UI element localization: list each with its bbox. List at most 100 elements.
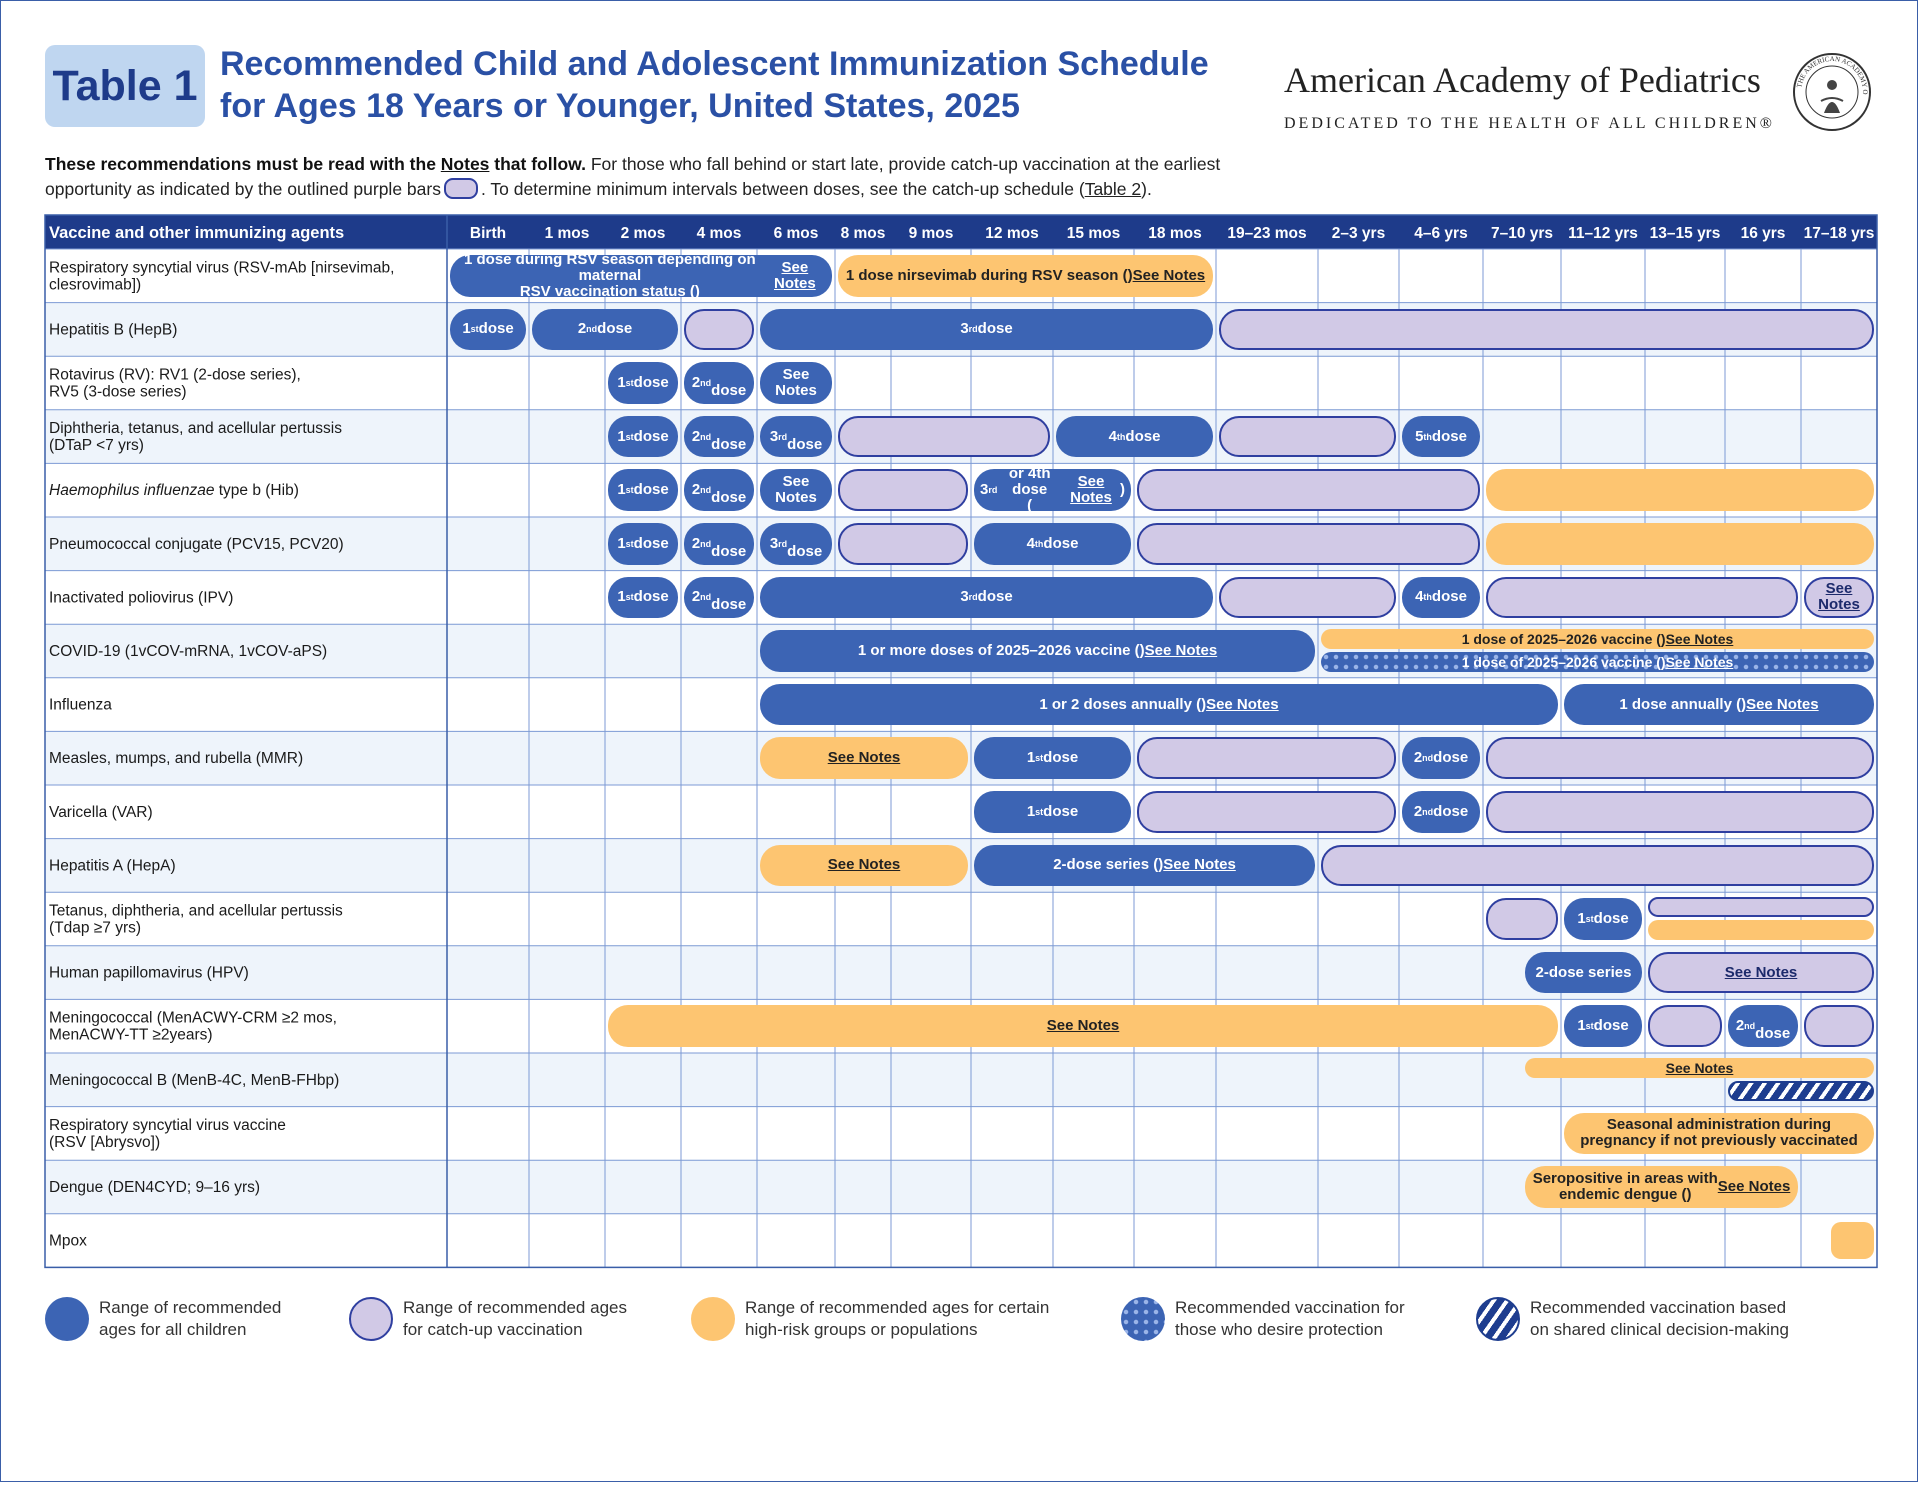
vaccine-name: Inactivated poliovirus (IPV) (49, 589, 233, 606)
see-notes-link[interactable]: See Notes (827, 856, 901, 874)
table-badge: Table 1 (45, 45, 205, 127)
vaccine-name: (Tdap ≥7 yrs) (49, 920, 141, 937)
purple-dose-bar (1486, 737, 1874, 779)
orange-dose-bar: See Notes (1525, 1058, 1874, 1078)
purple-dose-bar (1648, 1005, 1722, 1047)
blue-dose-bar: 1 dose during RSV season depending on ma… (450, 251, 832, 299)
vaccine-name: Human papillomavirus (HPV) (49, 965, 249, 982)
purple-dose-bar (1219, 308, 1874, 351)
purple-dose-bar (1486, 576, 1798, 619)
purple-dose-bar (1804, 1005, 1874, 1047)
table-row-bg (45, 356, 1877, 410)
purple-dose-bar (1648, 897, 1874, 918)
see-notes-link[interactable]: See Notes (1717, 1177, 1791, 1195)
purple-dose-bar (838, 469, 968, 511)
age-column-header: 4–6 yrs (1414, 225, 1467, 242)
intro-text: These recommendations must be read with … (45, 154, 1221, 199)
vaccine-name: MenACWY-TT ≥2years) (49, 1027, 213, 1044)
dotted-legend-icon (1121, 1297, 1165, 1341)
table-border (44, 214, 1878, 1269)
vaccine-name: RV5 (3-dose series) (49, 384, 187, 401)
purple-dose-bar (1486, 791, 1874, 833)
orange-dose-bar: 1 dose of 2025–2026 vaccine ()See Notes (1321, 629, 1874, 650)
purple-dose-bar (838, 415, 1050, 458)
orange-dose-bar (1486, 523, 1874, 565)
vaccine-name: Pneumococcal conjugate (PCV15, PCV20) (49, 536, 344, 553)
blue-dose-bar: 2-dose series (1525, 951, 1642, 994)
see-notes-link[interactable]: See Notes (1724, 963, 1798, 981)
legend-item-dotted: Recommended vaccination for those who de… (1121, 1297, 1405, 1341)
see-notes-link[interactable]: See Notes (1665, 654, 1734, 671)
vaccine-name: COVID-19 (1vCOV-mRNA, 1vCOV-aPS) (49, 643, 327, 660)
vaccine-name: clesrovimab]) (49, 276, 141, 293)
age-column-header: 13–15 yrs (1650, 225, 1721, 242)
org-name: American Academy of Pediatrics (1284, 60, 1761, 100)
see-notes-link[interactable]: See Notes (827, 749, 901, 767)
purple-dose-bar (1219, 576, 1396, 619)
purple-dose-bar (838, 523, 968, 565)
legend-item-striped: Recommended vaccination based on shared … (1476, 1297, 1789, 1341)
age-column-header: 15 mos (1067, 225, 1120, 242)
see-notes-link[interactable]: See Notes (1144, 641, 1218, 659)
blue-dose-bar: 2-dose series ()See Notes (974, 844, 1315, 887)
vaccine-name: Meningococcal (MenACWY-CRM ≥2 mos, (49, 1010, 337, 1027)
legend-label: Recommended vaccination for those who de… (1175, 1298, 1405, 1339)
see-notes-link[interactable]: See Notes (1163, 856, 1236, 874)
notes-link[interactable]: Notes (440, 154, 490, 174)
see-notes-link[interactable]: See Notes (1665, 631, 1734, 648)
age-column-header: 18 mos (1148, 225, 1201, 242)
table2-link[interactable]: Table 2 (1084, 179, 1142, 199)
purple-dose-bar (684, 308, 754, 351)
age-column-header: 19–23 mos (1227, 225, 1306, 242)
see-notes-link[interactable]: See Notes (1206, 695, 1279, 713)
legend-label: Range of recommended ages for certain hi… (745, 1298, 1050, 1339)
catch-up-pill-icon (443, 178, 478, 199)
vaccine-name: (RSV [Abrysvo]) (49, 1134, 160, 1151)
purple-dose-bar (1219, 415, 1396, 458)
see-notes-link[interactable]: See Notes (1070, 473, 1112, 507)
orange-dose-bar: 1 dose nirsevimab during RSV season ()Se… (838, 255, 1213, 297)
legend-label: Recommended vaccination based on shared … (1530, 1298, 1789, 1339)
see-notes-link[interactable]: See Notes (774, 258, 816, 292)
see-notes-link[interactable]: See Notes (1132, 266, 1206, 284)
vaccine-name: Measles, mumps, and rubella (MMR) (49, 750, 303, 767)
age-column-header: 11–12 yrs (1568, 225, 1638, 242)
see-notes-link[interactable]: See Notes (1665, 1060, 1734, 1076)
title-line-2: for Ages 18 Years or Younger, United Sta… (220, 87, 1020, 125)
legend-item-purple: Range of recommended ages for catch-up v… (349, 1297, 627, 1341)
table-header-bar (45, 215, 1877, 249)
see-notes-link[interactable]: See Notes (1046, 1017, 1120, 1035)
blue-dose-bar: 1 or more doses of 2025–2026 vaccine ()S… (760, 630, 1315, 672)
age-column-header: 8 mos (841, 225, 886, 242)
purple-dose-bar (1137, 523, 1480, 565)
age-column-header: Birth (470, 225, 506, 242)
page-title: Recommended Child and Adolescent Immuniz… (220, 43, 1209, 127)
legend-label: Range of recommended ages for all childr… (99, 1298, 282, 1339)
age-column-header: 12 mos (985, 225, 1038, 242)
vaccine-name: Haemophilus influenzae type b (Hib) (49, 482, 299, 499)
orange-dose-bar: See Notes (760, 844, 968, 887)
table-row-bg (45, 1213, 1877, 1268)
orange-legend-icon (691, 1297, 735, 1341)
see-notes-link[interactable]: See Notes (1746, 695, 1819, 713)
legend-item-blue: Range of recommended ages for all childr… (45, 1297, 281, 1341)
age-column-header: 7–10 yrs (1491, 225, 1553, 242)
purple-dose-bar (1137, 791, 1396, 833)
blue-legend-icon (45, 1297, 89, 1341)
